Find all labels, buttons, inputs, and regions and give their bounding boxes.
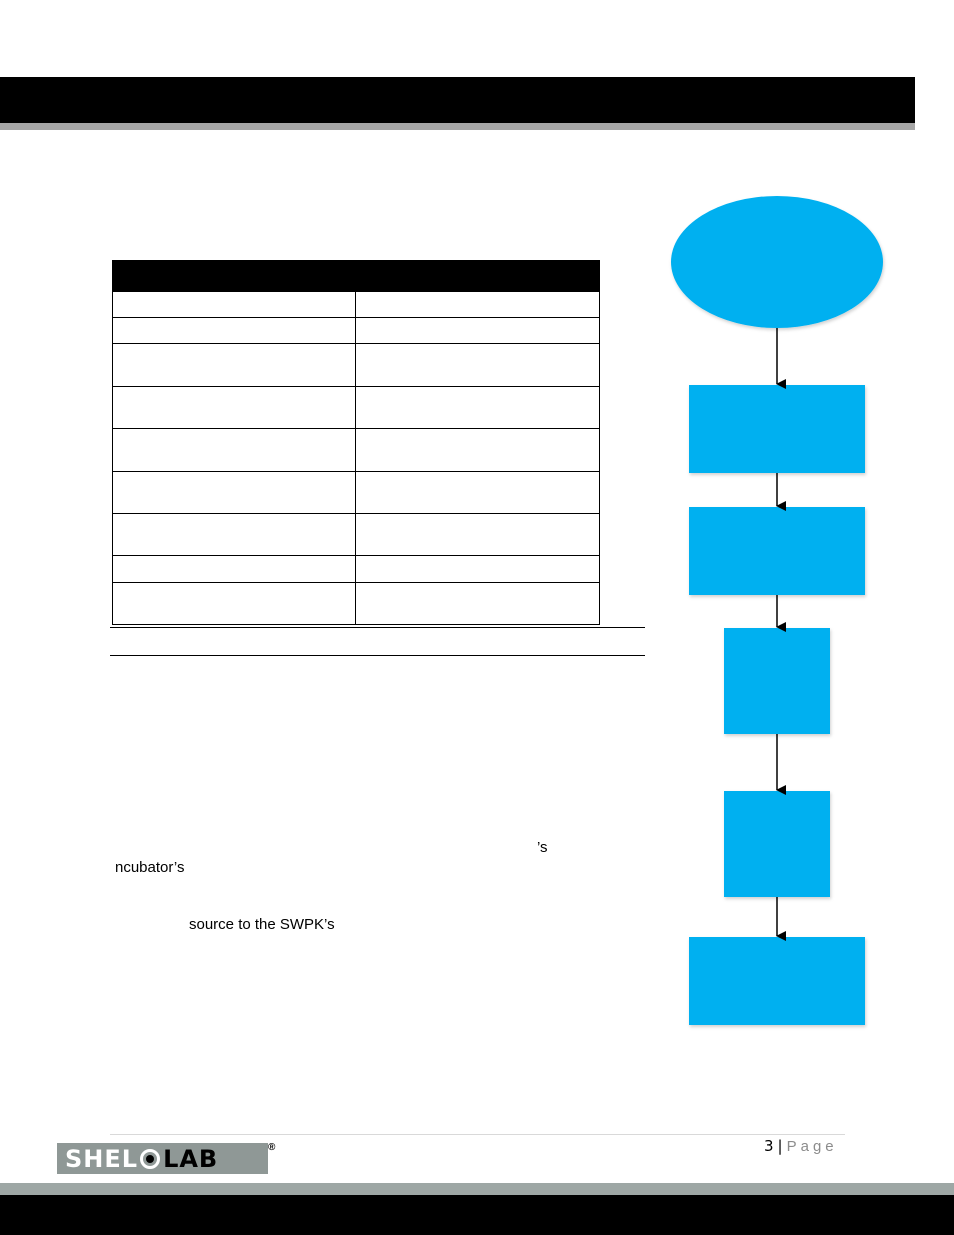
table-cell-label: [112, 343, 356, 387]
text-fragment: ’s: [537, 839, 548, 856]
table-cell-label: [112, 582, 356, 625]
text-fragment: ncubator’s: [115, 859, 185, 876]
flowchart-step-node: [724, 791, 830, 897]
table-header-cell: [355, 260, 600, 292]
page-number: 3|Page: [764, 1137, 838, 1155]
horizontal-rule: [110, 655, 645, 656]
logo-circle-icon: [140, 1149, 161, 1169]
footer-bar: [0, 1195, 954, 1235]
horizontal-rule: [110, 627, 645, 628]
footer-rule: [110, 1134, 845, 1135]
flowchart-start-node: [671, 196, 883, 328]
flowchart-step-node: [689, 385, 865, 473]
table-cell-value: [355, 513, 600, 556]
registered-mark: ®: [268, 1142, 276, 1153]
table-cell-value: [355, 343, 600, 387]
table-cell-label: [112, 513, 356, 556]
page-label: Page: [786, 1138, 838, 1155]
table-row: [112, 513, 600, 556]
page-separator: |: [777, 1137, 783, 1155]
table-row: [112, 317, 600, 344]
table-header-row: [112, 260, 600, 292]
table-cell-value: [355, 428, 600, 472]
text-fragment: source to the SWPK’s: [189, 916, 335, 933]
table-header-cell: [112, 260, 356, 292]
table-cell-label: [112, 291, 356, 318]
flowchart-step-node: [689, 507, 865, 595]
flowchart-step-node: [689, 937, 865, 1025]
sheldon-lab-logo: SHEL LAB: [57, 1143, 268, 1174]
logo-text-right: LAB: [163, 1145, 219, 1173]
logo-text-left: SHEL: [65, 1145, 139, 1173]
table-cell-label: [112, 317, 356, 344]
table-row: [112, 555, 600, 583]
header-rule: [0, 123, 915, 130]
page-number-value: 3: [764, 1137, 774, 1155]
table-row: [112, 343, 600, 387]
table-cell-label: [112, 555, 356, 583]
flowchart-step-node: [724, 628, 830, 734]
table-cell-label: [112, 471, 356, 514]
table-row: [112, 291, 600, 318]
header-bar: [0, 77, 915, 123]
table-cell-value: [355, 317, 600, 344]
footer-rule-gray: [0, 1183, 954, 1195]
table-row: [112, 471, 600, 514]
table-row: [112, 582, 600, 625]
table-cell-value: [355, 582, 600, 625]
table-row: [112, 428, 600, 472]
spec-table: [112, 260, 600, 625]
